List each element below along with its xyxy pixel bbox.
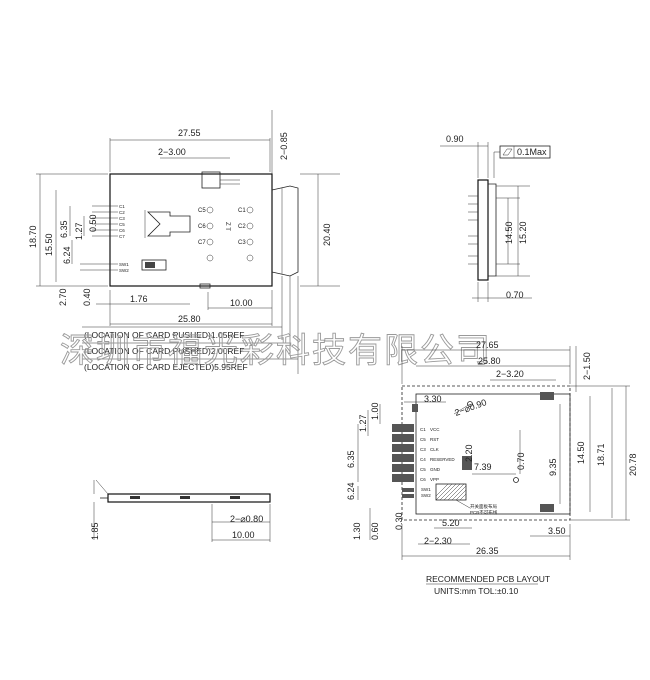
- dim-side-1520: 15.20: [518, 221, 528, 244]
- dim-front-hole: 2−⌀0.80: [230, 514, 263, 524]
- dim-pcb-935: 9.35: [548, 458, 558, 476]
- dim-pcb-2765: 27.65: [476, 340, 499, 350]
- dim-pcb-330: 3.30: [424, 394, 442, 404]
- dim-height-outer: 18.70: [28, 225, 38, 248]
- dim-pcb-2580: 25.80: [478, 356, 501, 366]
- pad-sw2: SW2: [421, 493, 431, 498]
- dim-pcb-2078: 20.78: [628, 453, 638, 476]
- dim-flatness: 0.1Max: [517, 147, 547, 157]
- pin-c1: C1: [119, 204, 125, 209]
- pad-vpp: VPP: [430, 477, 439, 482]
- note-card-ejected: (LOCATION OF CARD EJECTED)5.95REF: [84, 362, 248, 372]
- dim-pcb-350: 3.50: [548, 526, 566, 536]
- dim-pcb-030: 0.30: [394, 512, 404, 530]
- dim-1000: 10.00: [230, 298, 253, 308]
- pad-clk: CLK: [430, 447, 439, 452]
- left-pins: [80, 205, 118, 271]
- pin-c3: C3: [119, 216, 125, 221]
- dim-pcb-130: 1.30: [352, 522, 362, 540]
- dim-pcb-2635: 26.35: [476, 546, 499, 556]
- card-mark-c5: C5: [198, 208, 206, 214]
- pad-c3: C3: [420, 447, 426, 452]
- dim-pcb-1450: 14.50: [576, 441, 586, 464]
- center-mark: Z T: [224, 222, 230, 231]
- dim-pcb-520: 5.20: [442, 518, 460, 528]
- dim-040: 0.40: [82, 288, 92, 306]
- dim-height-inner: 15.50: [44, 233, 54, 256]
- dim-pcb-corner: 2−1.50: [582, 352, 592, 380]
- dim-pitch-top: 2−3.00: [158, 147, 186, 157]
- dim-635: 6.35: [59, 220, 69, 238]
- pcb-layout-title: RECOMMENDED PCB LAYOUT: [426, 574, 550, 584]
- flatness-callout: [499, 145, 551, 159]
- keepout-area: [435, 483, 467, 501]
- dim-2580: 25.80: [178, 314, 201, 324]
- dim-270: 2.70: [58, 288, 68, 306]
- dim-pcb-pad-pitch: 2−3.20: [496, 369, 524, 379]
- card-edge: [271, 185, 299, 277]
- dim-side-top-width: 0.90: [446, 134, 464, 144]
- dim-side-bottom-width: 0.70: [506, 290, 524, 300]
- pcb-layout: C1 VCC C5 RST C3 CLK C4 RESERVED C5 GND …: [346, 340, 638, 596]
- card-mark-c2: C2: [238, 224, 246, 230]
- pad-vcc: VCC: [430, 427, 440, 432]
- note-card-pushed-1: (LOCATION OF CARD PUSHED)1.05REF: [84, 330, 244, 340]
- dim-pcb-220: 2.20: [464, 444, 474, 462]
- pin-c6: C6: [119, 228, 125, 233]
- dim-pcb-1871: 18.71: [596, 443, 606, 466]
- pad-rst: RST: [430, 437, 439, 442]
- switch-note-1: 开关面板布局: [470, 503, 497, 510]
- pin-c7: C7: [119, 234, 125, 239]
- contact-pads: [392, 404, 418, 498]
- dim-pcb-hole: 2−⌀0.90: [453, 397, 488, 418]
- pin-sw2: SW2: [119, 268, 129, 273]
- card-mark-c6: C6: [198, 224, 206, 230]
- top-view: C5 C6 C7 C1 C2 C3 Z T C1 C2 C3 C5 C6 C7 …: [28, 110, 340, 374]
- dim-pcb-230: 2−2.30: [424, 536, 452, 546]
- contact-circles: [206, 206, 254, 262]
- pin-c2: C2: [119, 210, 125, 215]
- pad-c5a: C5: [420, 437, 426, 442]
- pin-c5: C5: [119, 222, 125, 227]
- dim-offset-top-right: 2−0.85: [279, 132, 289, 160]
- dim-050: 0.50: [88, 214, 98, 232]
- dim-pcb-060: 0.60: [370, 522, 380, 540]
- dim-pcb-635: 6.35: [346, 450, 356, 468]
- pad-c5b: C5: [420, 467, 426, 472]
- pcb-layout-units: UNITS:mm TOL:±0.10: [434, 586, 518, 596]
- pin-sw1: SW1: [119, 262, 129, 267]
- pad-sw1: SW1: [421, 487, 431, 492]
- dim-width-top: 27.55: [178, 128, 201, 138]
- side-view: 0.90 0.1Max 14.50 15.20 0.70: [440, 134, 551, 302]
- card-location-notes: (LOCATION OF CARD PUSHED)1.05REF (LOCATI…: [82, 326, 298, 372]
- switch-note-2: PCB不可布线: [470, 509, 498, 516]
- dim-pcb-070: 0.70: [516, 452, 526, 470]
- dim-right-height: 20.40: [322, 223, 332, 246]
- pad-reserved: RESERVED: [430, 457, 455, 462]
- pad-c4: C4: [420, 457, 426, 462]
- dim-front-height: 1.85: [90, 522, 100, 540]
- pad-c6: C6: [420, 477, 426, 482]
- dim-624: 6.24: [62, 246, 72, 264]
- pad-c1: C1: [420, 427, 426, 432]
- dim-127: 1.27: [74, 222, 84, 240]
- card-mark-c7: C7: [198, 240, 206, 246]
- dim-side-1450: 14.50: [504, 221, 514, 244]
- dim-pcb-127: 1.27: [358, 414, 368, 432]
- dim-pcb-739: 7.39: [474, 462, 492, 472]
- card-mark-c1: C1: [238, 208, 246, 214]
- pad-gnd: GND: [430, 467, 441, 472]
- card-mark-c3: C3: [238, 240, 246, 246]
- card-insert-arrow: [147, 211, 191, 237]
- dim-176: 1.76: [130, 294, 148, 304]
- switch-block: [141, 259, 167, 271]
- note-card-pushed-2: (LOCATION OF CARD PUSHED)2.00REF: [84, 346, 244, 356]
- front-view: 1.85 2−⌀0.80 10.00: [90, 479, 271, 542]
- connector-body-outline: [109, 173, 273, 287]
- dim-pcb-100: 1.00: [370, 402, 380, 420]
- watermark: 深圳市福光彩科技有限公司: [60, 331, 492, 371]
- dim-front-width: 10.00: [232, 530, 255, 540]
- dim-pcb-624: 6.24: [346, 482, 356, 500]
